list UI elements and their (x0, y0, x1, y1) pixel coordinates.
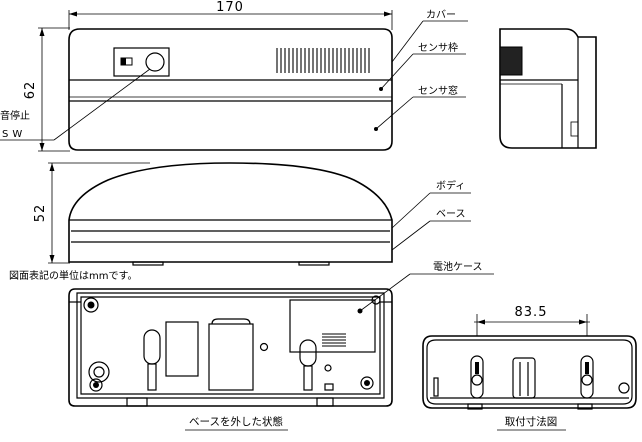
mounting-view: 83.5 (422, 305, 637, 410)
sensor-frame-label: センサ枠 (418, 41, 458, 54)
sensor-window-leader (375, 96, 414, 130)
front-width-dimension: 170 (216, 0, 244, 15)
battery-case-leader (359, 273, 411, 312)
vent-grille (276, 48, 370, 73)
body-leader (391, 192, 431, 229)
mute-switch-label: 音停止 (0, 109, 30, 122)
mount-pitch-dimension: 83.5 (515, 305, 548, 320)
unit-note: 図面表記の単位はmmです。 (9, 269, 137, 282)
mute-switch-button (145, 52, 165, 72)
base-removed-caption: ベースを外した状態 (189, 415, 283, 428)
battery-case-label: 電池ケース (433, 260, 483, 273)
center-clip (512, 357, 536, 399)
profile-height-dimension: 52 (33, 204, 48, 223)
profile-housing (68, 162, 393, 263)
body-label: ボディ (436, 179, 465, 192)
cover-label: カバー (426, 9, 456, 21)
side-profile-view: 52 ボディ ベース (33, 162, 471, 266)
sensor-window-label: センサ窓 (418, 84, 458, 97)
side-housing (499, 28, 597, 149)
battery-case (289, 299, 376, 353)
mute-switch-leader (53, 68, 151, 141)
front-housing (68, 28, 393, 151)
base-removed-view: 電池ケース (68, 260, 494, 407)
front-view: 170 62 (0, 0, 468, 152)
front-height-dimension: 62 (23, 81, 38, 100)
mounting-base (422, 335, 637, 409)
keyhole-left (470, 355, 484, 399)
base-label: ベース (436, 208, 466, 220)
mounting-caption: 取付寸法図 (505, 415, 558, 428)
screw-top-left (83, 297, 99, 313)
side-sensor-window (499, 46, 523, 76)
mute-switch-label-sw: SW (2, 129, 26, 140)
keyhole-right (580, 355, 594, 399)
interior-housing (68, 288, 393, 407)
cover-leader (391, 20, 424, 63)
side-view (499, 28, 597, 149)
sensor-frame-leader (380, 53, 414, 90)
base-leader (391, 220, 431, 251)
mute-switch-plate (113, 47, 170, 77)
